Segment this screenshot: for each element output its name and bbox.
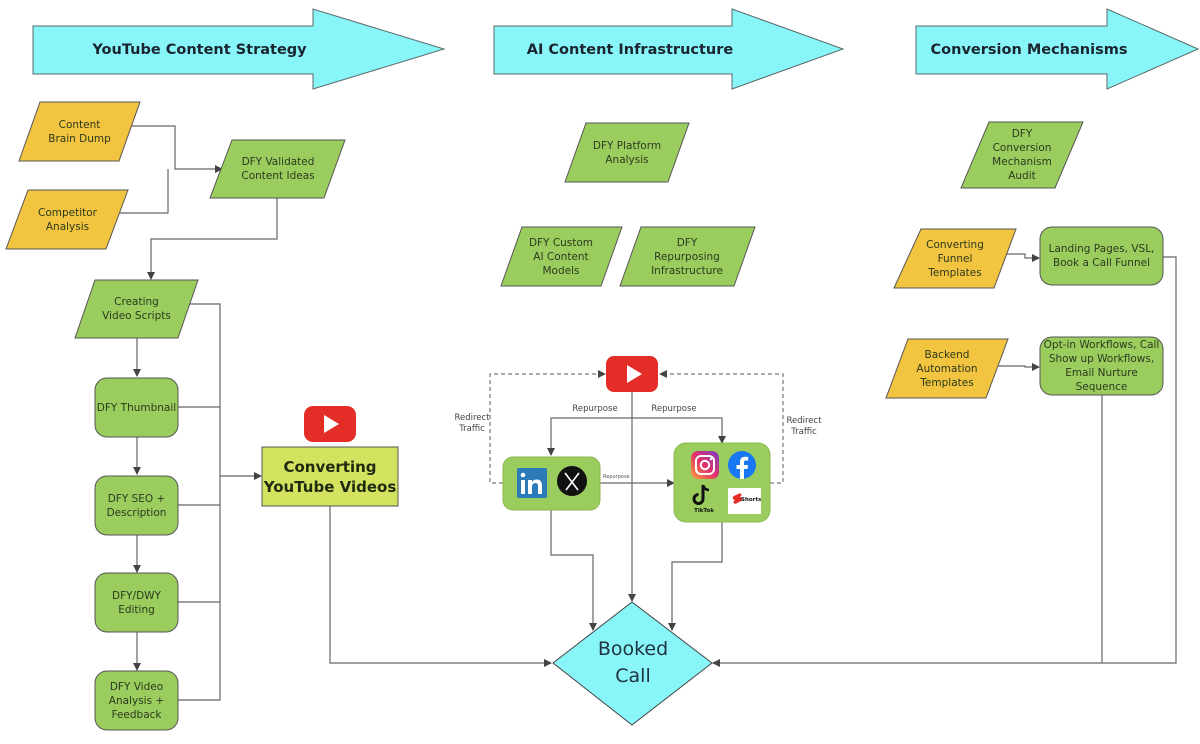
node-platform-analysis[interactable]	[564, 122, 690, 183]
node-backend-templates[interactable]	[885, 338, 1009, 399]
label-content-brain-dump: Content Brain Dump	[48, 118, 111, 145]
facebook-icon	[728, 451, 756, 479]
label-validated-ideas: DFY Validated Content Ideas	[241, 156, 315, 182]
label-landing-pages: Landing Pages, VSL, Book a Call Funnel	[1048, 243, 1155, 269]
node-conversion-audit[interactable]	[960, 121, 1084, 189]
edge-converting-booked	[329, 506, 552, 667]
edge-validated-scripts	[147, 198, 278, 280]
tiktok-icon	[692, 484, 710, 505]
edge-landing-booked	[712, 256, 1177, 667]
edge-social-booked	[668, 522, 723, 631]
node-validated-ideas[interactable]	[209, 139, 346, 199]
node-booked-call[interactable]	[552, 601, 713, 726]
label-conversion-audit: DFY Conversion Mechanism Audit	[992, 128, 1052, 182]
node-converting-videos[interactable]	[261, 446, 399, 507]
youtube-shorts-icon	[728, 488, 761, 514]
node-thumbnail[interactable]	[94, 377, 179, 438]
edge-redirect-right	[659, 370, 784, 484]
label-shorts: Shorts	[741, 497, 762, 503]
linkedin-icon	[517, 468, 547, 498]
header-ai-infrastructure: AI Content Infrastructure	[526, 42, 734, 58]
label-video-analysis: DFY Video Analysis + Feedback	[108, 680, 165, 721]
youtube-hub-icon	[606, 356, 658, 392]
node-video-analysis[interactable]	[94, 670, 179, 731]
label-funnel-templates: Converting Funnel Templates	[926, 238, 984, 279]
edge-linkedin-booked	[550, 510, 597, 631]
label-thumbnail: DFY Thumbnail	[96, 401, 177, 414]
node-content-brain-dump[interactable]	[18, 101, 141, 162]
label-repurpose-small: Repurpose	[603, 474, 630, 480]
label-seo: DFY SEO + Description	[106, 492, 167, 519]
header-arrow-youtube	[32, 8, 446, 90]
header-youtube-strategy: YouTube Content Strategy	[92, 42, 307, 58]
header-conversion-mechanisms: Conversion Mechanisms	[930, 42, 1128, 58]
edge-braindump-validated	[130, 125, 223, 173]
node-competitor-analysis[interactable]	[5, 189, 129, 250]
x-icon	[557, 466, 587, 496]
label-repurpose-right: Repurpose	[651, 404, 697, 414]
header-arrow-ai	[493, 8, 845, 90]
label-competitor-analysis: Competitor Analysis	[37, 206, 97, 233]
node-workflows[interactable]	[1039, 336, 1164, 396]
label-redirect-right: Redirect Traffic	[786, 416, 822, 437]
label-workflows: Opt-in Workflows, Call Show up Workflows…	[1043, 339, 1160, 393]
label-converting-videos: Converting YouTube Videos	[263, 457, 397, 496]
edge-repurpose-right	[632, 417, 726, 444]
edge-bus-left	[178, 303, 221, 701]
label-redirect-left: Redirect Traffic	[454, 413, 490, 434]
instagram-icon	[691, 451, 719, 479]
header-arrow-conversion	[915, 8, 1200, 90]
node-seo[interactable]	[94, 475, 179, 536]
node-repurposing[interactable]	[619, 226, 756, 287]
label-platform-analysis: DFY Platform Analysis	[592, 139, 662, 166]
label-repurpose-left: Repurpose	[572, 404, 618, 414]
node-video-scripts[interactable]	[74, 279, 199, 339]
youtube-icon	[304, 406, 356, 442]
edge-repurpose-left	[547, 417, 632, 456]
node-funnel-templates[interactable]	[893, 228, 1017, 289]
label-tiktok: TikTok	[694, 508, 714, 514]
label-custom-models: DFY Custom AI Content Models	[528, 236, 594, 277]
node-landing-pages[interactable]	[1039, 226, 1164, 286]
label-repurposing: DFY Repurposing Infrastructure	[651, 236, 723, 277]
edge-backend-workflows	[996, 363, 1040, 371]
node-custom-models[interactable]	[500, 226, 623, 287]
label-video-scripts: Creating Video Scripts	[102, 296, 171, 322]
edge-funnel-landing	[1006, 253, 1040, 262]
label-editing: DFY/DWY Editing	[112, 589, 161, 616]
label-backend-templates: Backend Automation Templates	[916, 348, 978, 389]
node-editing[interactable]	[94, 572, 179, 633]
edge-competitor-validated	[118, 169, 169, 214]
label-booked-call: Booked Call	[597, 638, 669, 687]
